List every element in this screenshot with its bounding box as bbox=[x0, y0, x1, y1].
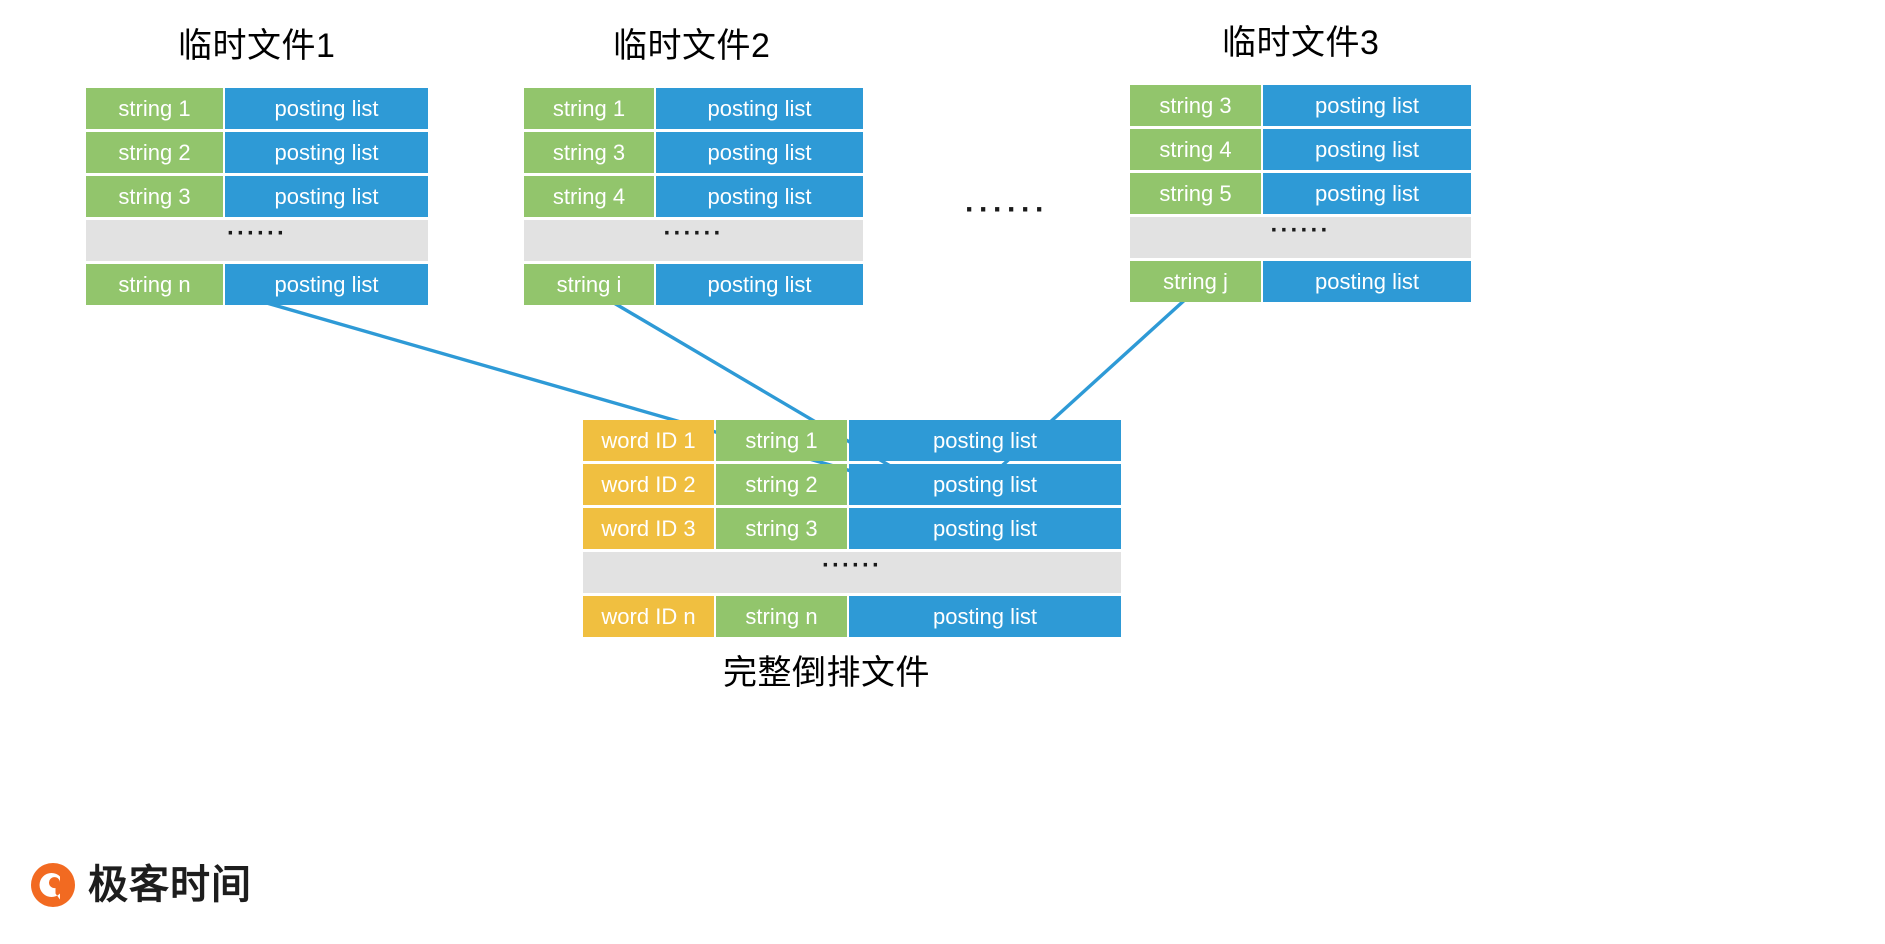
temp-file-2-title: 临时文件2 bbox=[613, 27, 771, 65]
posting-list-cell: posting list bbox=[1263, 261, 1471, 302]
table-row-ellipsis: ······ bbox=[1130, 217, 1471, 258]
ellipsis-label: ······ bbox=[1130, 217, 1471, 258]
posting-list-cell: posting list bbox=[849, 420, 1121, 461]
table-row: word ID n string n posting list bbox=[583, 596, 1121, 637]
posting-list-cell: posting list bbox=[656, 176, 863, 217]
table-row: string 3 posting list bbox=[86, 176, 428, 217]
posting-list-cell: posting list bbox=[225, 176, 428, 217]
string-cell: string 1 bbox=[524, 88, 654, 129]
string-cell: string 3 bbox=[1130, 85, 1261, 126]
posting-list-cell: posting list bbox=[849, 596, 1121, 637]
posting-list-cell: posting list bbox=[1263, 85, 1471, 126]
merged-inverted-file-table: word ID 1 string 1 posting list word ID … bbox=[583, 420, 1121, 637]
string-cell: string 3 bbox=[86, 176, 223, 217]
ellipsis-dots: ······ bbox=[1270, 216, 1331, 244]
string-cell: string n bbox=[716, 596, 847, 637]
word-id-cell: word ID n bbox=[583, 596, 714, 637]
table-row: string 1 posting list bbox=[86, 88, 428, 129]
table-row-ellipsis: ······ bbox=[524, 220, 863, 261]
string-cell: string 1 bbox=[716, 420, 847, 461]
table-row: string i posting list bbox=[524, 264, 863, 305]
posting-list-cell: posting list bbox=[225, 88, 428, 129]
posting-list-cell: posting list bbox=[1263, 173, 1471, 214]
table-row: string 4 posting list bbox=[524, 176, 863, 217]
table-row-ellipsis: ······ bbox=[86, 220, 428, 261]
string-cell: string 1 bbox=[86, 88, 223, 129]
ellipsis-dots: ······ bbox=[822, 551, 882, 579]
posting-list-cell: posting list bbox=[1263, 129, 1471, 170]
geektime-logo-icon bbox=[30, 862, 76, 908]
temp-file-3-title: 临时文件3 bbox=[1222, 24, 1380, 62]
logo-text: 极客时间 bbox=[88, 863, 252, 907]
string-cell: string 4 bbox=[524, 176, 654, 217]
table-row: string n posting list bbox=[86, 264, 428, 305]
table-row: word ID 1 string 1 posting list bbox=[583, 420, 1121, 461]
posting-list-cell: posting list bbox=[225, 264, 428, 305]
table-row: string 5 posting list bbox=[1130, 173, 1471, 214]
string-cell: string 4 bbox=[1130, 129, 1261, 170]
string-cell: string n bbox=[86, 264, 223, 305]
table-row: string 3 posting list bbox=[1130, 85, 1471, 126]
ellipsis-dots: ······ bbox=[663, 219, 724, 247]
posting-list-cell: posting list bbox=[656, 264, 863, 305]
temp-file-3-table: string 3 posting list string 4 posting l… bbox=[1130, 85, 1471, 302]
temp-file-1-title: 临时文件1 bbox=[178, 27, 336, 65]
table-row: string 3 posting list bbox=[524, 132, 863, 173]
table-row: string 4 posting list bbox=[1130, 129, 1471, 170]
posting-list-cell: posting list bbox=[849, 508, 1121, 549]
posting-list-cell: posting list bbox=[849, 464, 1121, 505]
word-id-cell: word ID 2 bbox=[583, 464, 714, 505]
word-id-cell: word ID 3 bbox=[583, 508, 714, 549]
merged-file-caption: 完整倒排文件 bbox=[723, 654, 930, 692]
table-row-ellipsis: ······ bbox=[583, 552, 1121, 593]
string-cell: string i bbox=[524, 264, 654, 305]
string-cell: string 2 bbox=[716, 464, 847, 505]
ellipsis-label: ······ bbox=[86, 220, 428, 261]
temp-file-2-table: string 1 posting list string 3 posting l… bbox=[524, 88, 863, 305]
table-row: string 1 posting list bbox=[524, 88, 863, 129]
posting-list-cell: posting list bbox=[656, 88, 863, 129]
table-row: word ID 3 string 3 posting list bbox=[583, 508, 1121, 549]
table-row: string 2 posting list bbox=[86, 132, 428, 173]
string-cell: string 3 bbox=[524, 132, 654, 173]
posting-list-cell: posting list bbox=[656, 132, 863, 173]
between-files-ellipsis: ······ bbox=[965, 193, 1049, 226]
ellipsis-label: ······ bbox=[524, 220, 863, 261]
string-cell: string 2 bbox=[86, 132, 223, 173]
string-cell: string 3 bbox=[716, 508, 847, 549]
temp-file-1-table: string 1 posting list string 2 posting l… bbox=[86, 88, 428, 305]
geektime-logo: 极客时间 bbox=[30, 862, 252, 908]
word-id-cell: word ID 1 bbox=[583, 420, 714, 461]
string-cell: string 5 bbox=[1130, 173, 1261, 214]
posting-list-cell: posting list bbox=[225, 132, 428, 173]
ellipsis-label: ······ bbox=[583, 552, 1121, 593]
ellipsis-dots: ······ bbox=[227, 219, 287, 247]
table-row: string j posting list bbox=[1130, 261, 1471, 302]
string-cell: string j bbox=[1130, 261, 1261, 302]
table-row: word ID 2 string 2 posting list bbox=[583, 464, 1121, 505]
